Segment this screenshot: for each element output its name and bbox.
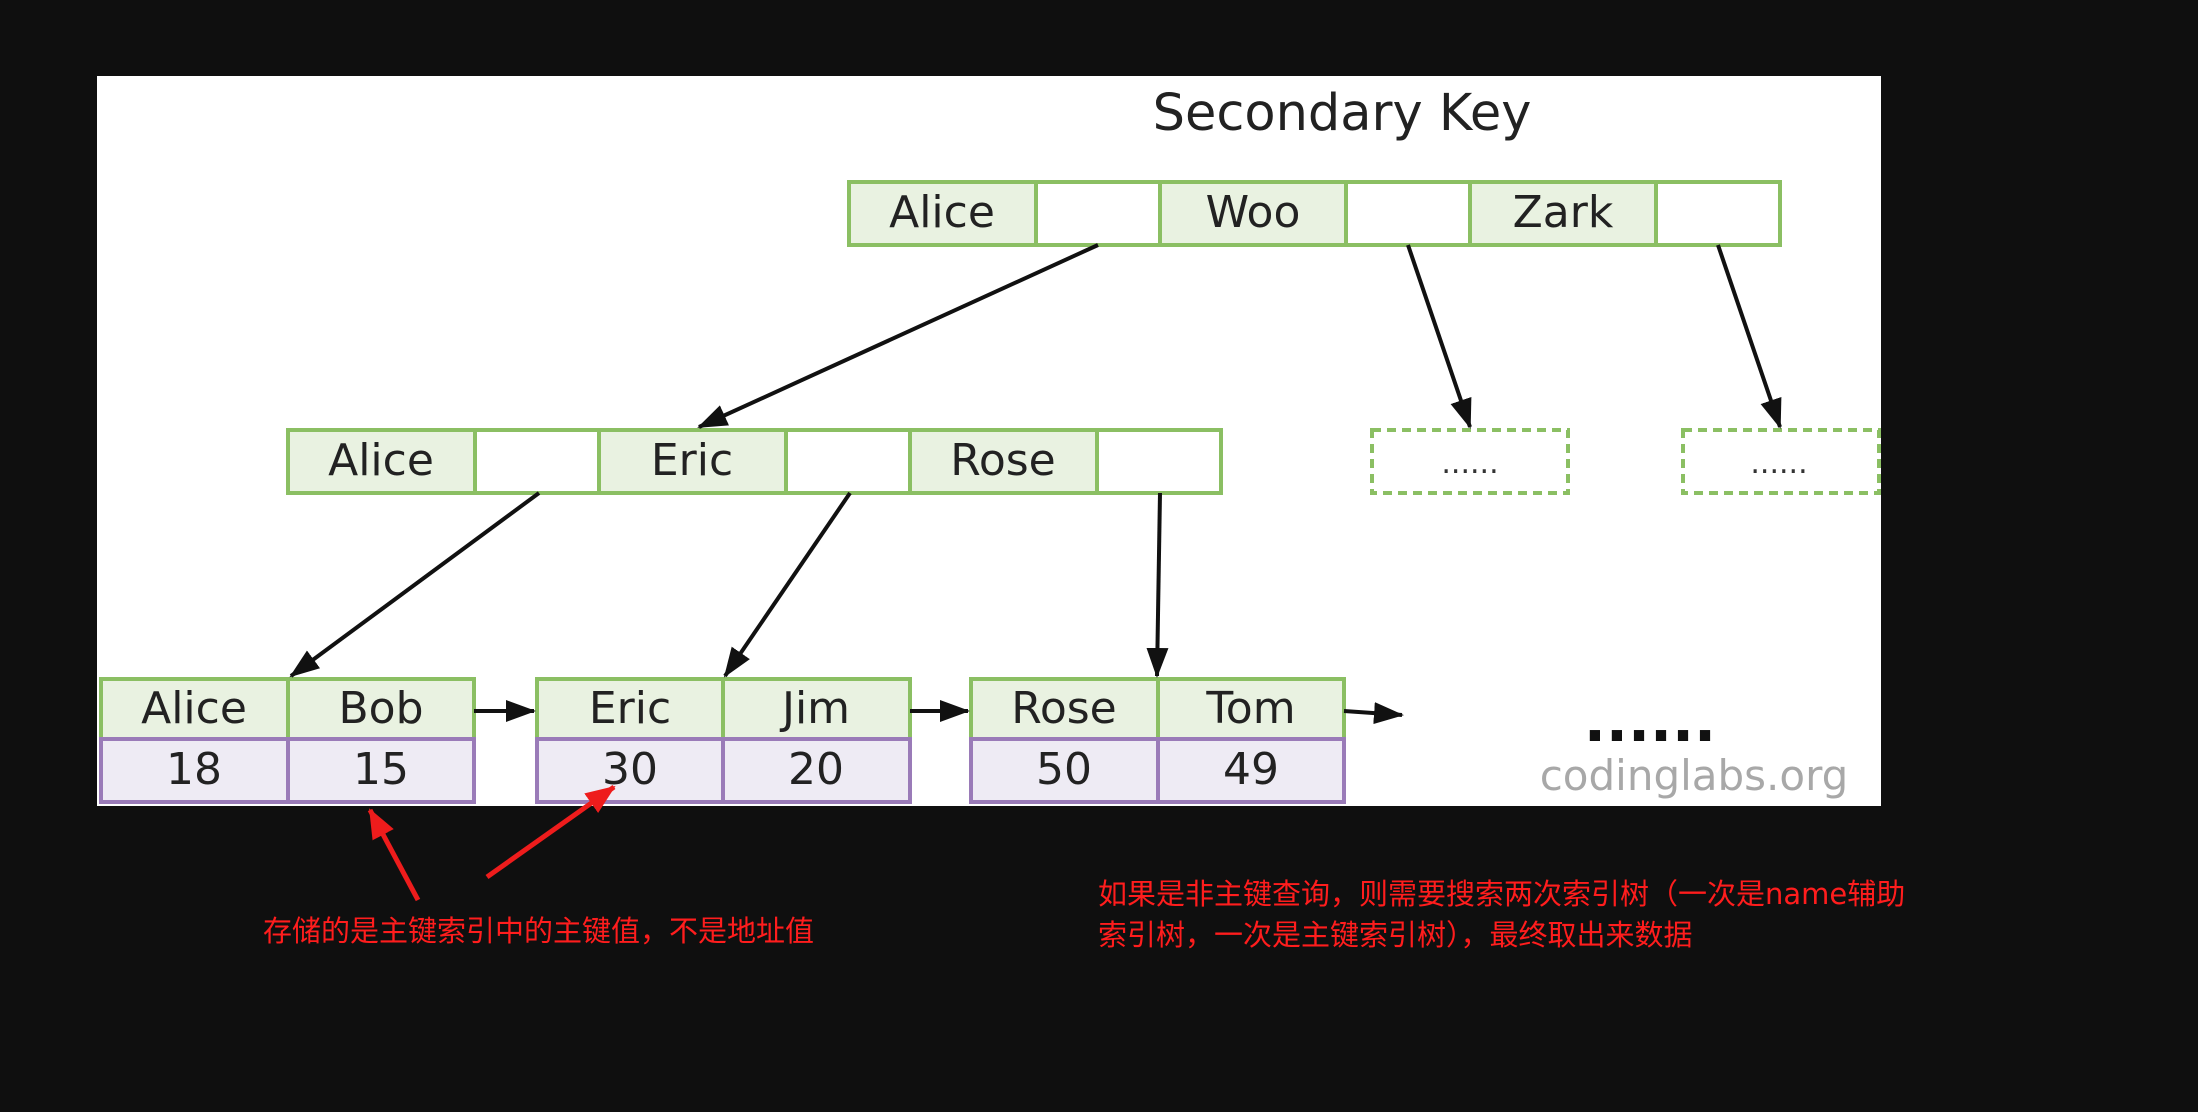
leaf-node: Eric Jim 30 20 bbox=[535, 677, 912, 804]
right-annotation-line-2: 索引树，一次是主键索引树），最终取出来数据 bbox=[1098, 918, 1693, 952]
pointer-arrow bbox=[723, 491, 852, 678]
placeholder-node: ...... bbox=[1370, 428, 1570, 495]
leaf-value-cell bbox=[1156, 737, 1346, 804]
level2-pointer-cell-3 bbox=[1095, 428, 1223, 495]
level2-pointer-cell-1 bbox=[473, 428, 601, 495]
level2-key-cell-1 bbox=[286, 428, 477, 495]
leaf-key-label: Eric bbox=[589, 683, 671, 734]
pointer-arrow bbox=[1716, 244, 1782, 429]
leaf-key-label: Alice bbox=[141, 683, 247, 734]
placeholder-node: ...... bbox=[1681, 428, 1881, 495]
root-node: Alice Woo Zark bbox=[847, 180, 1782, 247]
root-key-label: Woo bbox=[1206, 187, 1301, 238]
leaf-key-cell bbox=[969, 677, 1160, 741]
pointer-arrow bbox=[289, 491, 541, 678]
level2-pointer-cell-2 bbox=[784, 428, 912, 495]
root-key-label: Alice bbox=[889, 187, 995, 238]
leaf-value-label: 18 bbox=[166, 744, 222, 795]
leaf-value-label: 49 bbox=[1223, 744, 1279, 795]
root-pointer-cell-3 bbox=[1654, 180, 1782, 247]
leaf-continuation-ellipsis: ...... bbox=[1584, 687, 1716, 755]
root-key-label: Zark bbox=[1513, 187, 1614, 238]
level2-node: Alice Eric Rose bbox=[286, 428, 1223, 495]
leaf-value-cell bbox=[286, 737, 476, 804]
root-key-cell-3 bbox=[1468, 180, 1658, 247]
root-pointer-cell-2 bbox=[1344, 180, 1472, 247]
left-annotation: 存储的是主键索引中的主键值，不是地址值 bbox=[263, 914, 815, 948]
root-key-cell-1 bbox=[847, 180, 1038, 247]
pointer-arrow bbox=[1146, 492, 1169, 678]
level2-key-label: Rose bbox=[950, 435, 1056, 486]
placeholder-box bbox=[1370, 428, 1570, 495]
leaf-key-label: Jim bbox=[779, 683, 850, 734]
leaf-link-arrow bbox=[1343, 702, 1404, 725]
level2-key-label: Alice bbox=[328, 435, 434, 486]
annotation-arrow bbox=[485, 784, 616, 880]
leaf-node: Rose Tom 50 49 bbox=[969, 677, 1346, 804]
leaf-node: Alice Bob 18 15 bbox=[99, 677, 476, 804]
leaf-key-label: Rose bbox=[1011, 683, 1117, 734]
diagram-title: Secondary Key bbox=[1153, 84, 1532, 143]
right-annotation-line-1: 如果是非主键查询，则需要搜索两次索引树（一次是name辅助 bbox=[1098, 877, 1906, 911]
leaf-value-label: 20 bbox=[788, 744, 844, 795]
level2-key-cell-2 bbox=[597, 428, 788, 495]
annotation-arrow bbox=[367, 808, 421, 902]
level2-key-label: Eric bbox=[651, 435, 733, 486]
leaf-value-label: 50 bbox=[1036, 744, 1092, 795]
placeholder-box bbox=[1681, 428, 1881, 495]
leaf-key-label: Bob bbox=[338, 683, 423, 734]
leaf-key-label: Tom bbox=[1205, 683, 1295, 734]
root-pointer-cell-1 bbox=[1034, 180, 1162, 247]
leaf-key-cell bbox=[721, 677, 912, 741]
leaf-value-cell bbox=[721, 737, 912, 804]
placeholder-label: ...... bbox=[1441, 446, 1498, 481]
pointer-arrow bbox=[1406, 244, 1472, 429]
placeholder-label: ...... bbox=[1750, 446, 1807, 481]
pointer-arrow bbox=[697, 243, 1099, 429]
leaf-key-cell bbox=[286, 677, 476, 741]
level2-key-cell-3 bbox=[908, 428, 1099, 495]
leaf-value-label: 15 bbox=[353, 744, 409, 795]
leaf-key-cell bbox=[1156, 677, 1346, 741]
watermark: codinglabs.org bbox=[1540, 751, 1849, 800]
